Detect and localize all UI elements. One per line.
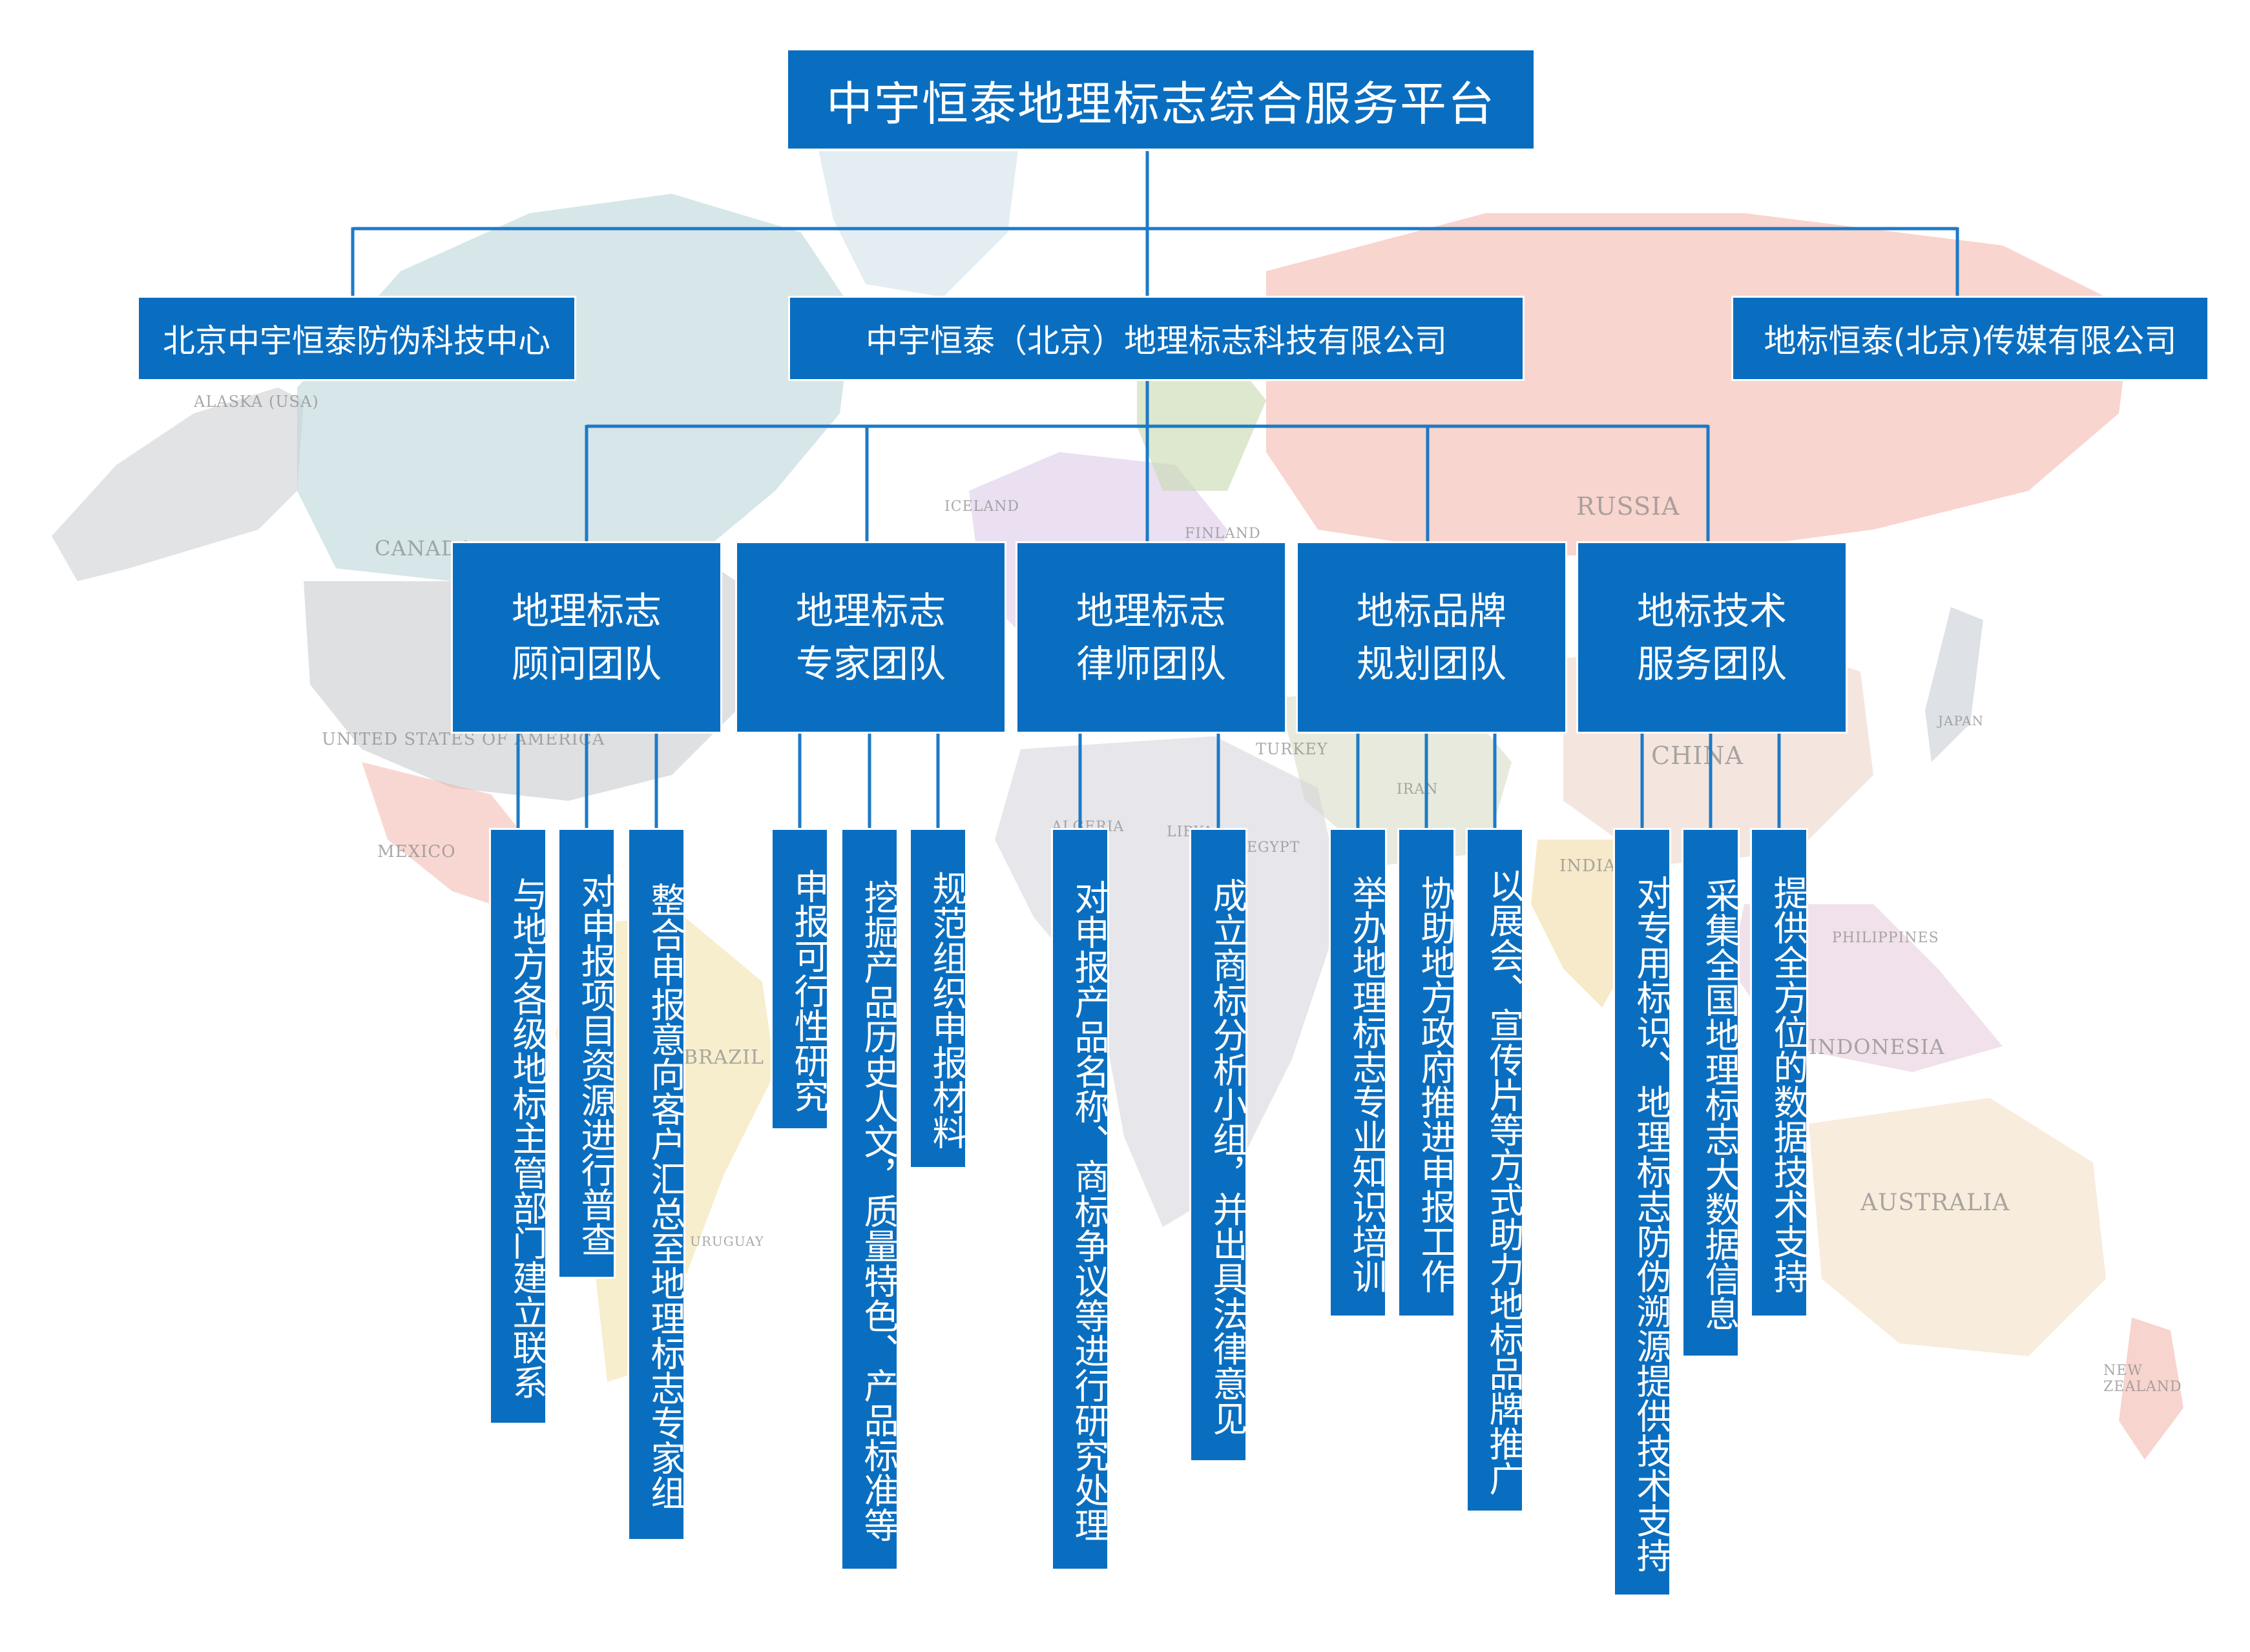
task-trademark-disputes: 对申报产品名称、商标争议等进行研究处理: [1051, 828, 1109, 1571]
team-brand-planning-line1: 地标品牌: [1357, 584, 1506, 637]
task-assist-government: 协助地方政府推进申报工作: [1397, 828, 1455, 1317]
team-expert: 地理标志 专家团队: [735, 541, 1006, 734]
team-brand-planning-line2: 规划团队: [1357, 637, 1506, 690]
task-history-quality: 挖掘产品历史人文，质量特色、产品标准等: [840, 828, 899, 1571]
team-tech-service: 地标技术 服务团队: [1576, 541, 1848, 734]
task-application-materials: 规范组织申报材料: [909, 828, 967, 1169]
task-feasibility-study: 申报可行性研究: [771, 828, 829, 1130]
team-lawyer: 地理标志 律师团队: [1016, 541, 1287, 734]
company-anti-counterfeit-center: 北京中宇恒泰防伪科技中心: [137, 296, 576, 381]
task-training: 举办地理标志专业知识培训: [1329, 828, 1387, 1317]
team-expert-line1: 地理标志: [796, 584, 946, 637]
task-data-tech-support: 提供全方位的数据技术支持: [1750, 828, 1808, 1317]
company-geo-tech-co: 中宇恒泰（北京）地理标志科技有限公司: [788, 296, 1525, 381]
team-expert-line2: 专家团队: [796, 637, 946, 690]
team-lawyer-line1: 地理标志: [1076, 584, 1226, 637]
team-advisor-line2: 顾问团队: [512, 637, 661, 690]
team-tech-service-line1: 地标技术: [1637, 584, 1787, 637]
team-advisor-line1: 地理标志: [512, 584, 661, 637]
task-contact-authorities: 与地方各级地标主管部门建立联系: [489, 828, 547, 1425]
company-media-co: 地标恒泰(北京)传媒有限公司: [1731, 296, 2209, 381]
task-traceability-support: 对专用标识、地理标志防伪溯源提供技术支持: [1613, 828, 1671, 1596]
team-lawyer-line2: 律师团队: [1076, 637, 1226, 690]
task-integrate-clients: 整合申报意向客户汇总至地理标志专家组: [627, 828, 685, 1541]
team-advisor: 地理标志 顾问团队: [451, 541, 722, 734]
team-tech-service-line2: 服务团队: [1637, 637, 1787, 690]
task-legal-opinion: 成立商标分析小组，并出具法律意见: [1189, 828, 1247, 1462]
platform-title: 中宇恒泰地理标志综合服务平台: [786, 48, 1536, 151]
task-resource-survey: 对申报项目资源进行普查: [557, 828, 616, 1279]
task-brand-promotion: 以展会、宣传片等方式助力地标品牌推广: [1466, 828, 1524, 1513]
task-big-data: 采集全国地理标志大数据信息: [1682, 828, 1740, 1358]
team-brand-planning: 地标品牌 规划团队: [1296, 541, 1567, 734]
